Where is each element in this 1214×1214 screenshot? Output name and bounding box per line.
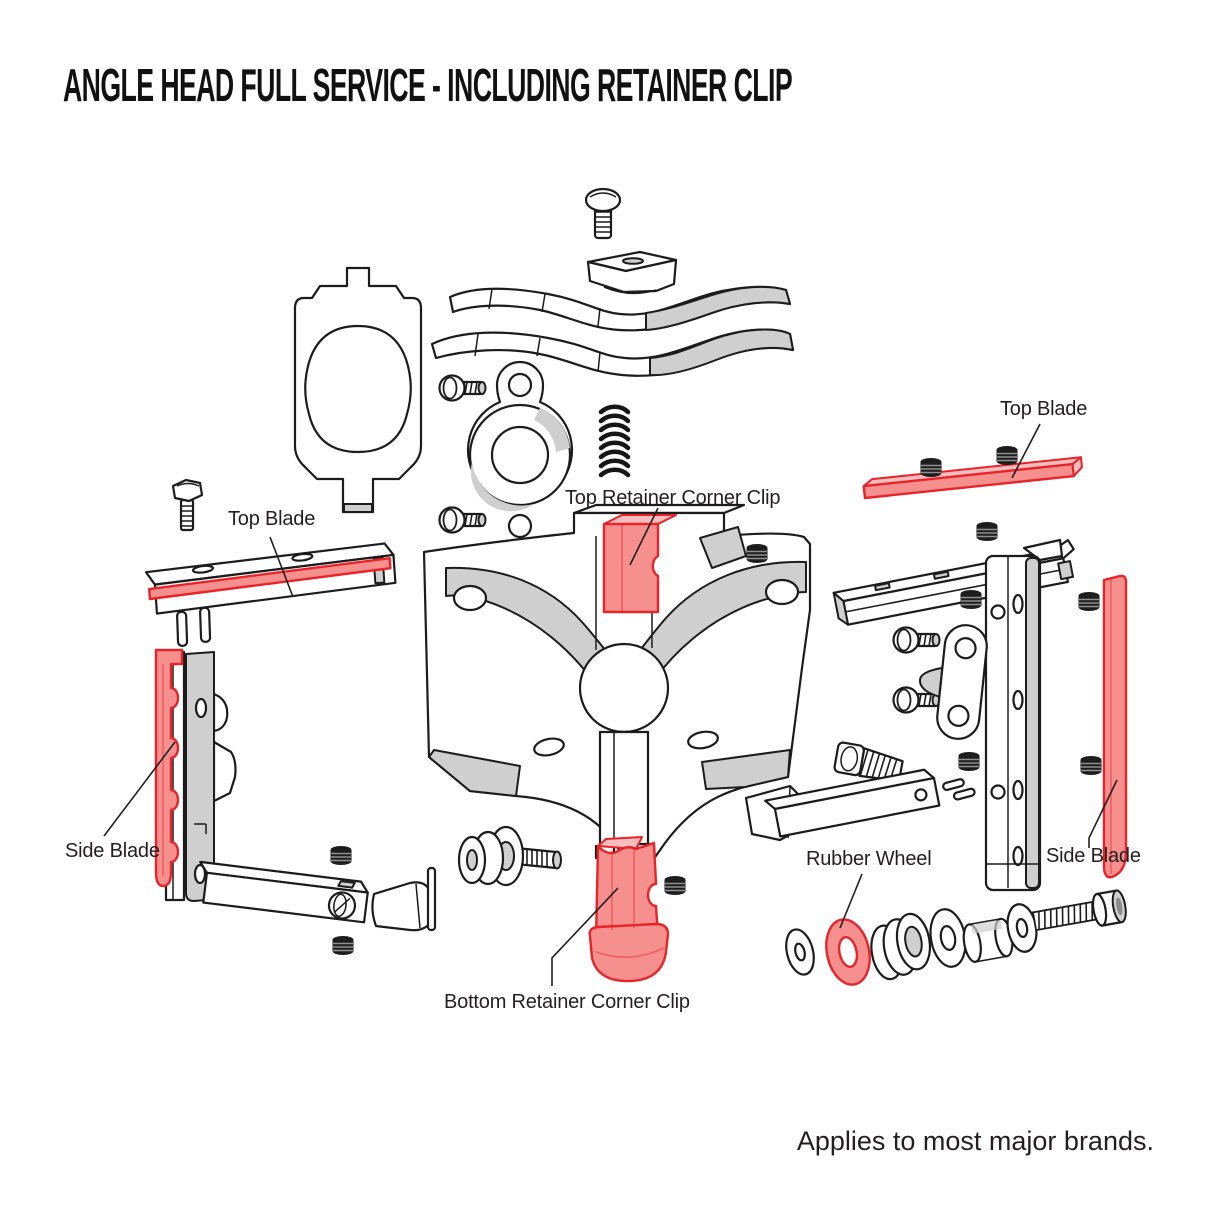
gasket-plate — [293, 266, 423, 514]
round-screw-right-1 — [892, 626, 941, 654]
hex-bolt — [171, 478, 204, 532]
label-side-blade-left: Side Blade — [65, 840, 160, 862]
pins-right — [942, 778, 976, 801]
set-screw-right-top — [975, 521, 999, 542]
thin-bracket-left — [426, 866, 437, 932]
page-title: ANGLE HEAD FULL SERVICE - INCLUDING RETA… — [63, 59, 793, 111]
spring — [598, 404, 631, 478]
set-screw-left-arm-bottom — [331, 935, 355, 956]
pulley-stud — [457, 825, 562, 887]
washer-large — [929, 908, 967, 968]
top-bolt — [584, 187, 622, 240]
set-screw-top-blade-2 — [995, 445, 1019, 466]
bearing-cover-plate — [466, 360, 574, 539]
rubber-wheel-assembly — [785, 889, 1127, 986]
label-side-blade-right: Side Blade — [1046, 845, 1141, 867]
rubber-wheel-part — [825, 918, 871, 986]
main-body — [422, 503, 812, 879]
side-blade-holder-left — [154, 648, 237, 902]
set-screw-body-right — [745, 543, 769, 564]
top-blade-left-part — [148, 556, 392, 601]
round-screw-upper-left — [438, 374, 487, 402]
pin-left-2 — [198, 606, 212, 644]
pulley-wheel — [870, 912, 932, 981]
set-screw-bottom-clip — [663, 875, 687, 896]
set-screw-right-mid-2 — [957, 751, 981, 772]
pin-left-1 — [175, 610, 189, 648]
label-top-blade-right: Top Blade — [1000, 398, 1088, 420]
set-screw-right-mid-1 — [959, 589, 983, 610]
footer-note: Applies to most major brands. — [796, 1126, 1154, 1156]
clamp-saddle — [586, 250, 678, 295]
set-screw-top-blade-1 — [919, 457, 943, 478]
set-screw-left-arm-top — [329, 845, 353, 866]
left-arm — [199, 860, 369, 924]
socket-screw — [1031, 889, 1127, 932]
round-screw-lower-left — [438, 506, 487, 534]
label-top-blade-left: Top Blade — [228, 508, 316, 530]
right-arm — [764, 768, 941, 838]
side-blade-right-part — [1102, 574, 1128, 879]
set-screw-near-blade-1 — [1077, 591, 1101, 612]
upper-lever — [448, 285, 792, 332]
washer-small — [785, 928, 815, 976]
wedge-block-left — [371, 881, 436, 932]
label-bottom-retainer-corner-clip: Bottom Retainer Corner Clip — [444, 991, 690, 1013]
side-blade-left-part — [154, 648, 184, 888]
top-blade-holder-left — [144, 542, 397, 615]
oval-mount-plate — [919, 624, 988, 740]
label-rubber-wheel: Rubber Wheel — [806, 848, 932, 870]
lower-lever — [430, 328, 795, 377]
top-blade-right-part — [862, 456, 1083, 500]
leader-lines — [103, 423, 1118, 986]
bottom-retainer-clip-part — [588, 836, 670, 983]
set-screw-near-blade-2 — [1079, 755, 1103, 776]
top-retainer-clip-part — [602, 514, 677, 614]
side-blade-holder-right — [984, 538, 1064, 892]
label-top-retainer-corner-clip: Top Retainer Corner Clip — [565, 487, 781, 509]
